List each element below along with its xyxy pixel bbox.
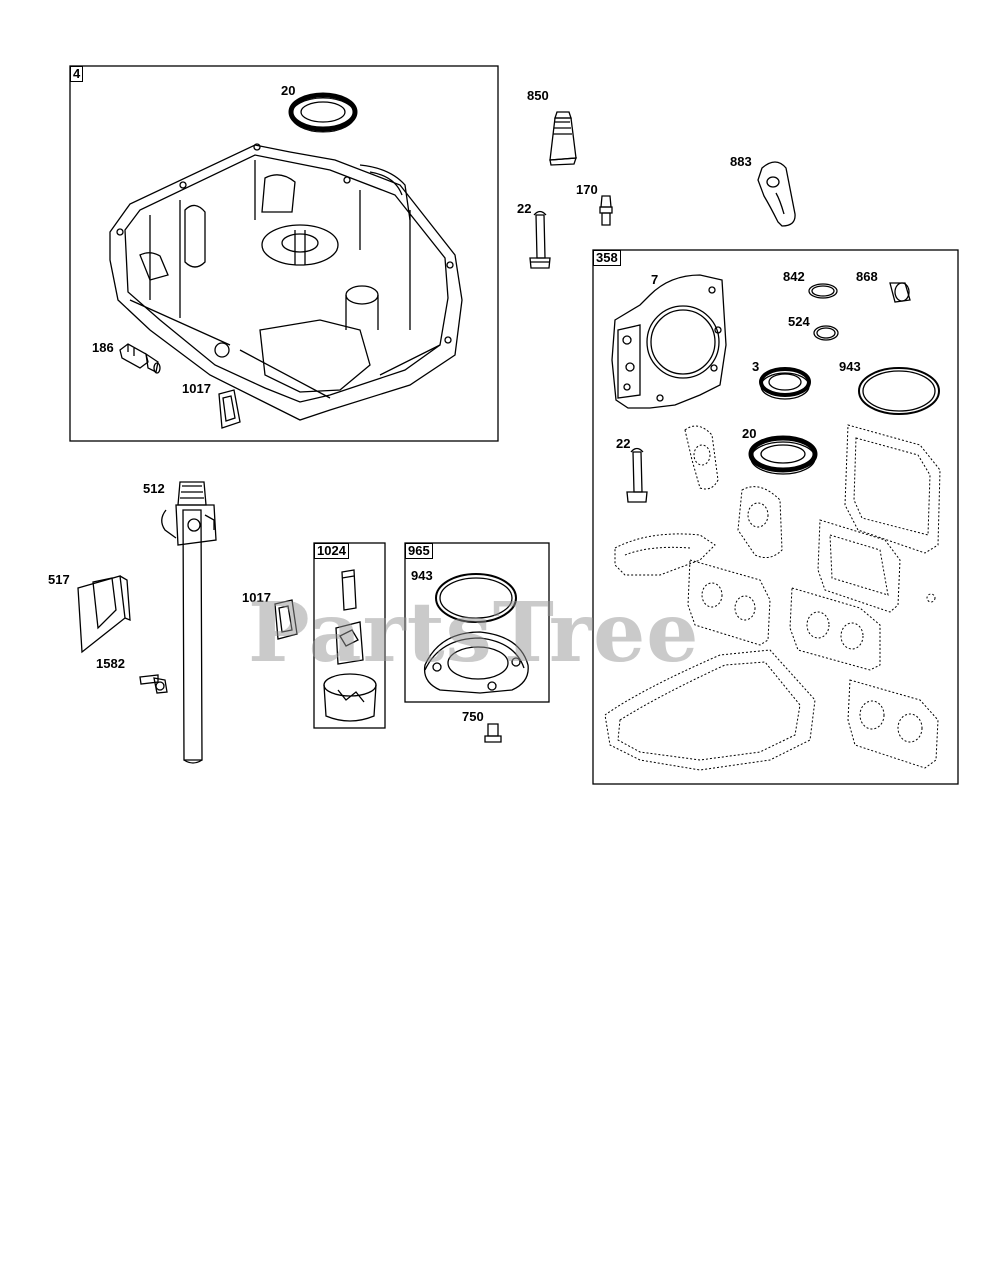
group-4-tag: 4 xyxy=(70,66,84,82)
part-524-o-ring[interactable] xyxy=(813,325,839,341)
group-965-frame xyxy=(404,542,550,703)
part-883-gasket[interactable] xyxy=(757,161,796,227)
group-1024-frame xyxy=(313,542,386,729)
part-label-512[interactable]: 512 xyxy=(143,481,165,496)
part-3-seal[interactable] xyxy=(759,367,811,400)
gasket-kit-crankcase[interactable] xyxy=(604,649,816,771)
part-4-oil-sump[interactable] xyxy=(109,143,463,421)
gasket-kit-washer[interactable] xyxy=(926,593,936,603)
part-20-oil-seal[interactable] xyxy=(288,92,358,133)
part-1024-gear[interactable] xyxy=(323,673,377,722)
part-label-170[interactable]: 170 xyxy=(576,182,598,197)
gasket-kit-breather[interactable] xyxy=(614,533,716,576)
part-517-bracket[interactable] xyxy=(77,575,131,654)
part-label-3[interactable]: 3 xyxy=(752,359,760,374)
part-512-dipstick-tube[interactable] xyxy=(161,481,217,764)
group-358-frame xyxy=(592,249,959,785)
part-1024-rotor[interactable] xyxy=(335,621,364,665)
part-186-fitting[interactable] xyxy=(119,343,161,374)
part-label-1017-a[interactable]: 1017 xyxy=(182,381,211,396)
part-label-883[interactable]: 883 xyxy=(730,154,752,169)
group-4-frame xyxy=(69,65,499,442)
partstree-watermark: PartsTree xyxy=(248,585,700,681)
part-label-1582[interactable]: 1582 xyxy=(96,656,125,671)
group-965-tag: 965 xyxy=(405,543,433,559)
part-label-186[interactable]: 186 xyxy=(92,340,114,355)
part-750-screw[interactable] xyxy=(484,723,502,743)
gasket-kit-intake-a[interactable] xyxy=(817,519,901,613)
part-label-7[interactable]: 7 xyxy=(651,272,659,287)
part-label-943-box[interactable]: 943 xyxy=(411,568,433,583)
part-label-842[interactable]: 842 xyxy=(783,269,805,284)
part-943-ring-box[interactable] xyxy=(435,573,517,623)
part-1017-gasket-a[interactable] xyxy=(218,389,241,429)
part-label-20-kit[interactable]: 20 xyxy=(742,426,757,441)
gasket-kit-intake-c[interactable] xyxy=(789,587,881,671)
part-1582-screw[interactable] xyxy=(139,674,168,694)
part-label-750[interactable]: 750 xyxy=(462,709,484,724)
gasket-kit-small-a[interactable] xyxy=(684,425,719,490)
part-7-head-gasket[interactable] xyxy=(611,274,727,409)
gasket-kit-intake-b[interactable] xyxy=(687,559,771,646)
part-label-20-top[interactable]: 20 xyxy=(281,83,296,98)
gasket-kit-exhaust[interactable] xyxy=(847,679,939,769)
part-22-bolt-top[interactable] xyxy=(529,210,551,269)
group-1024-tag: 1024 xyxy=(314,543,349,559)
gasket-kit-small-b[interactable] xyxy=(737,486,783,559)
part-label-524[interactable]: 524 xyxy=(788,314,810,329)
part-label-22-top[interactable]: 22 xyxy=(517,201,532,216)
part-label-517[interactable]: 517 xyxy=(48,572,70,587)
part-1024-key[interactable] xyxy=(341,569,357,611)
part-1017-gasket-b[interactable] xyxy=(274,599,298,640)
part-label-22-kit[interactable]: 22 xyxy=(616,436,631,451)
gasket-kit-valve-cover[interactable] xyxy=(844,424,941,554)
part-label-943-kit[interactable]: 943 xyxy=(839,359,861,374)
part-170-stud[interactable] xyxy=(599,195,613,226)
part-label-1017-b[interactable]: 1017 xyxy=(242,590,271,605)
part-943-ring-kit[interactable] xyxy=(858,367,940,415)
part-22-bolt-kit[interactable] xyxy=(626,447,648,503)
part-965-cover-plate[interactable] xyxy=(423,631,529,694)
part-label-868[interactable]: 868 xyxy=(856,269,878,284)
part-868-bushing[interactable] xyxy=(889,282,911,303)
part-20-seal-kit[interactable] xyxy=(748,435,818,475)
group-358-tag: 358 xyxy=(593,250,621,266)
part-label-850[interactable]: 850 xyxy=(527,88,549,103)
part-842-o-ring[interactable] xyxy=(808,283,838,299)
part-850-sealant-tube[interactable] xyxy=(549,111,577,166)
